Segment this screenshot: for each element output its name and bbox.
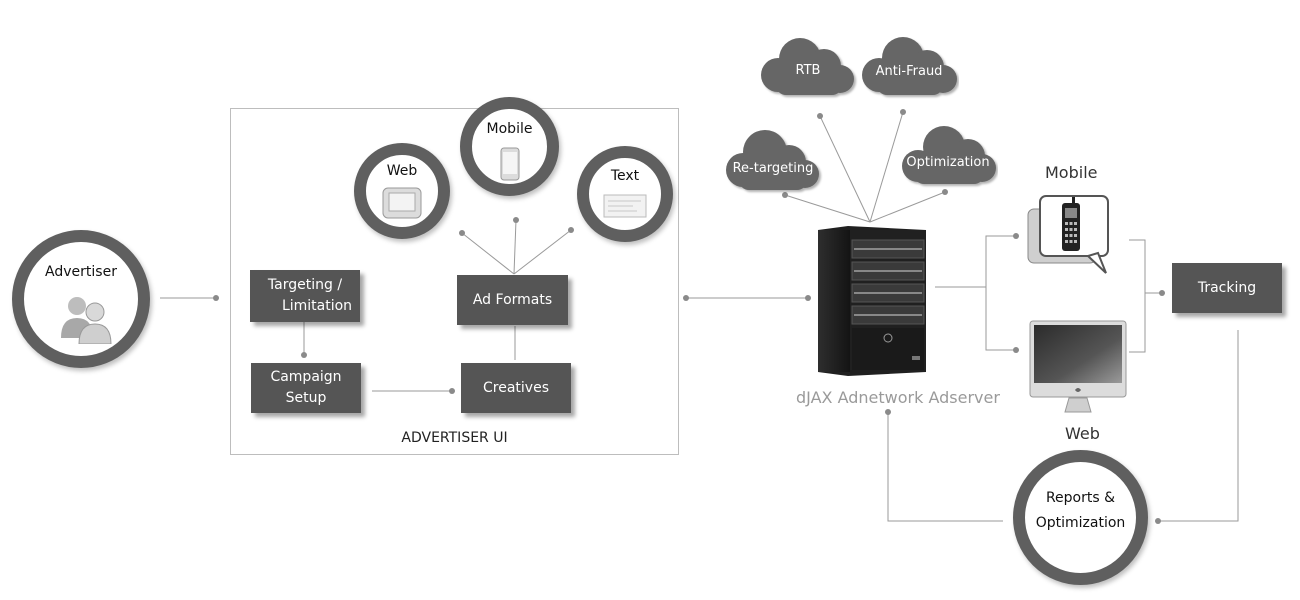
cloud-retargeting: Re-targeting [723,126,823,198]
cloud-retargeting-shape [726,130,819,190]
advertiser-node: Advertiser [12,230,150,368]
ad-formats-box: Ad Formats [457,275,568,325]
format-text-label: Text [610,168,640,184]
text-ad-icon [603,194,647,218]
campaign-setup-box: Campaign Setup [251,363,361,413]
tablet-icon [382,187,422,219]
advertiser-ui-panel: ADVERTISER UI [230,108,679,455]
server-icon [818,226,926,376]
cloud-optimization-shape [902,126,996,184]
tracking-label: Tracking [1197,279,1257,296]
creatives-box: Creatives [461,363,571,413]
smartphone-icon [500,147,520,181]
reports-line2: Optimization [1035,515,1126,531]
mobile-phone-icon [1027,195,1109,274]
cloud-optimization: Optimization [898,122,998,192]
targeting-line2: Limitation [281,298,353,314]
cloud-rtb-shape [761,38,854,95]
mobile-channel-label: Mobile [1045,163,1098,182]
format-web-label: Web [386,163,418,179]
targeting-line1: Targeting / [267,277,343,293]
format-mobile-label: Mobile [486,121,533,137]
campaign-line2: Setup [285,390,327,406]
panel-title: ADVERTISER UI [401,430,508,446]
format-mobile: Mobile [460,97,559,196]
targeting-limitation-box: Targeting / Limitation [250,270,360,322]
adserver-label: dJAX Adnetwork Adserver [796,388,1000,407]
desktop-monitor-icon [1029,320,1127,413]
advertiser-label: Advertiser [45,264,117,280]
creatives-label: Creatives [483,379,549,396]
reports-optimization-node: Reports & Optimization [1013,450,1148,585]
web-channel-label: Web [1065,424,1100,443]
cloud-retargeting-label: Re-targeting [732,161,814,176]
users-icon [61,297,112,344]
cloud-optimization-label: Optimization [906,155,990,170]
cloud-anti-fraud-label: Anti-Fraud [875,64,943,79]
reports-line1: Reports & [1045,490,1116,506]
cloud-rtb: RTB [758,33,858,103]
campaign-line1: Campaign [270,369,342,385]
cloud-anti-fraud-shape [862,37,957,95]
ad-formats-label: Ad Formats [472,291,553,308]
format-text: Text [577,146,673,242]
cloud-rtb-label: RTB [795,63,821,78]
format-web: Web [354,143,450,239]
tracking-box: Tracking [1172,263,1282,313]
cloud-anti-fraud: Anti-Fraud [859,33,959,103]
